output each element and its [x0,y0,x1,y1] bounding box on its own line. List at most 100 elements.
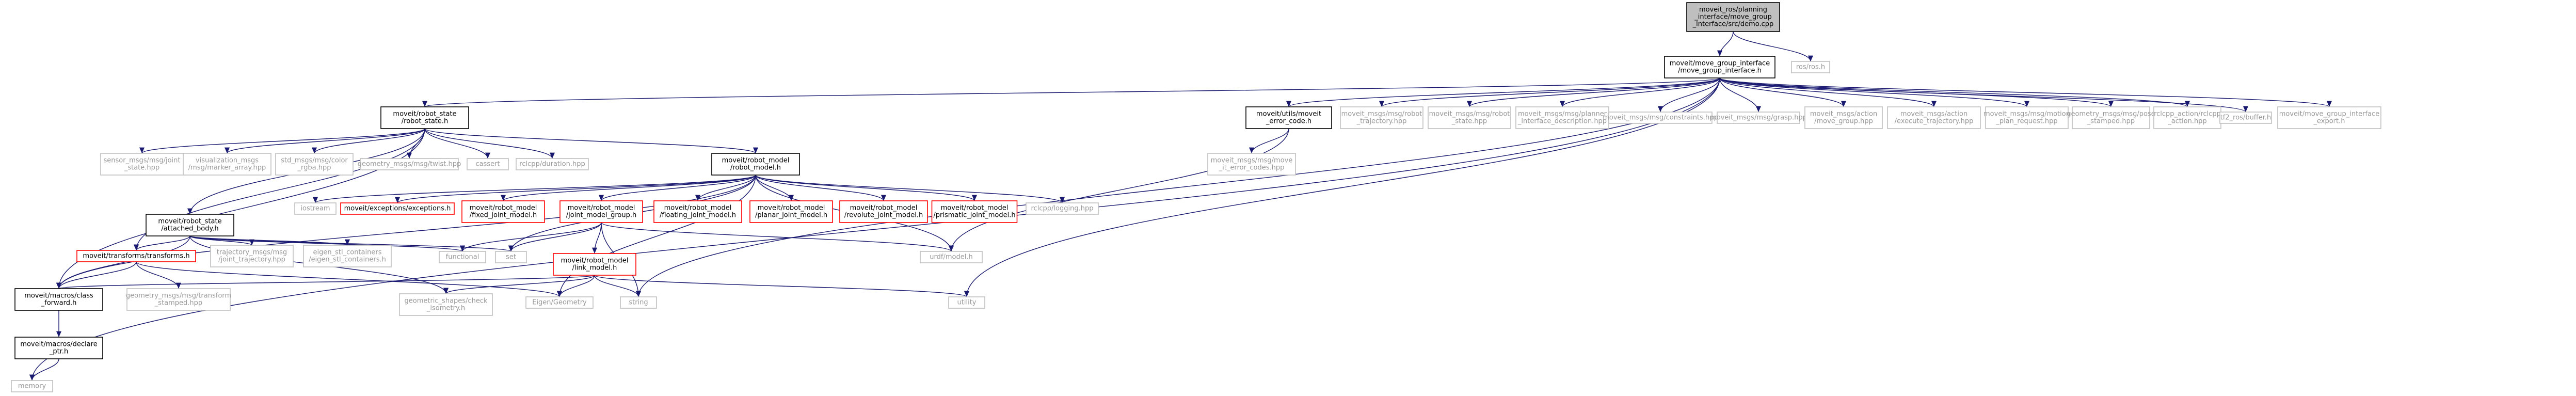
node-label-traj_msgs-1: /joint_trajectory.hpp [218,256,285,264]
node-box-constraints [1608,112,1713,124]
node-utility: utility [948,296,985,309]
node-action_exec: moveit_msgs/action/execute_trajectory.hp… [1887,106,1981,129]
edge-mgi-to-robot_traj [1379,77,1720,107]
edge-robot_model-to-iostream [313,175,756,203]
edge-robot_model-to-revolute_joint [755,175,886,201]
node-label-error_codes-0: moveit_msgs/msg/move [1211,157,1293,165]
edge-mgi-to-motion_plan [1719,77,2029,107]
edge-attached_body-to-class_fwd [56,235,190,289]
node-label-vis_marker-1: /msg/marker_array.hpp [188,164,266,172]
node-label-revolute_joint-0: moveit/robot_model [850,204,918,212]
edge-robot_model-to-jmg [599,175,756,201]
node-label-robot_model-0: moveit/robot_model [722,157,790,165]
node-box-rclcpp_action [2153,106,2221,129]
node-label-class_fwd-0: moveit/macros/class [24,292,93,300]
node-label-link_model-1: /link_model.h [572,264,617,272]
node-box-string [620,296,657,309]
node-label-sensor_joint-1: _state.hpp [124,164,159,172]
edge-transforms-to-eigen_geo [136,261,562,297]
node-jmg[interactable]: moveit/robot_model/joint_model_group.h [559,200,643,223]
node-floating_joint[interactable]: moveit/robot_model/floating_joint_model.… [653,200,742,223]
node-label-mgi_export-0: moveit/move_group_interface [2279,110,2379,118]
edge-mgi-to-constraints [1658,77,1720,113]
node-box-motion_plan [1985,106,2069,129]
node-box-jmg [559,200,643,223]
edge-robot_state-to-std_color [312,128,425,154]
node-sensor_joint: sensor_msgs/msg/joint_state.hpp [100,153,184,176]
node-vis_marker: visualization_msgs/msg/marker_array.hpp [183,153,271,176]
edge-jmg-to-functional [460,222,602,252]
node-box-fixed_joint [461,200,545,223]
node-memory: memory [11,380,53,392]
edge-link_model-to-geo_shapes [443,275,595,294]
node-label-jmg-1: /joint_model_group.h [566,212,637,219]
node-box-rosros [1791,61,1830,73]
node-robot_model[interactable]: moveit/robot_model/robot_model.h [711,153,800,176]
node-box-rclcpp_duration [516,158,589,170]
node-label-action_exec-1: /execute_trajectory.hpp [1895,118,1974,125]
node-declare_ptr[interactable]: moveit/macros/declare_ptr.h [14,337,103,359]
node-attached_body[interactable]: moveit/robot_state/attached_body.h [146,214,234,236]
node-mgi[interactable]: moveit/move_group_interface/move_group_i… [1664,56,1775,78]
node-label-eigen_stl-0: eigen_stl_containers [313,249,382,257]
node-label-root-0: moveit_ros/planning [1699,6,1767,14]
node-label-cassert-0: cassert [475,161,500,168]
node-label-transforms-0: moveit/transforms/transforms.h [83,252,189,260]
node-label-memory-0: memory [18,383,46,390]
node-cassert: cassert [467,158,509,170]
node-transforms[interactable]: moveit/transforms/transforms.h [76,250,196,262]
node-string: string [620,296,657,309]
node-catch[interactable]: moveit/utils/moveit_error_code.h [1245,106,1332,129]
node-root[interactable]: moveit_ros/planning_interface/move_group… [1686,2,1780,32]
node-box-vis_marker [183,153,271,176]
node-label-eigen_geo-0: Eigen/Geometry [532,299,587,307]
node-label-rclcpp_logging-0: rclcpp/logging.hpp [1031,205,1094,213]
node-label-motion_plan-1: _plan_request.hpp [1995,118,2057,125]
node-label-declare_ptr-0: moveit/macros/declare [20,341,97,349]
edge-catch-to-error_codes [1249,128,1289,154]
node-rclcpp_duration: rclcpp/duration.hpp [516,158,589,170]
node-label-mgi-0: moveit/move_group_interface [1670,60,1770,68]
edge-mgi-to-grasp [1719,77,1762,113]
edge-mgi-to-rclcpp_action [1719,77,2190,107]
edge-robot_model-to-fixed_joint [501,175,756,201]
node-label-prismatic_joint-1: /prismatic_joint_model.h [933,212,1015,219]
node-box-planar_joint [749,200,833,223]
node-box-utility [948,296,985,309]
node-label-fixed_joint-0: moveit/robot_model [470,204,537,212]
node-box-exceptions [340,202,455,215]
node-label-root-2: _interface/src/demo.cpp [1692,21,1774,28]
node-exceptions[interactable]: moveit/exceptions/exceptions.h [340,202,455,215]
node-box-root [1686,2,1780,32]
node-label-rosros-0: ros/ros.h [1796,64,1825,71]
node-link_model[interactable]: moveit/robot_model/link_model.h [553,253,636,276]
node-label-functional-0: functional [446,254,479,261]
node-label-motion_plan-0: moveit_msgs/msg/motion [1983,110,2070,118]
node-box-error_codes [1207,153,1296,176]
edge-robot_model-to-floating_joint [695,175,756,201]
edge-robot_state-to-sensor_joint [139,128,425,154]
node-planner_iface: moveit_msgs/msg/planner_interface_descri… [1515,106,1609,129]
node-box-iostream [294,202,337,215]
node-label-class_fwd-1: _forward.h [41,299,77,307]
node-label-robot_state-0: moveit/robot_state [393,110,456,118]
node-label-pose_stamped-1: _stamped.hpp [2087,118,2135,125]
node-robot_state[interactable]: moveit/robot_state/robot_state.h [380,106,469,129]
node-box-std_color [275,153,354,176]
node-class_fwd[interactable]: moveit/macros/class_forward.h [14,288,103,311]
node-box-memory [11,380,53,392]
node-revolute_joint[interactable]: moveit/robot_model/revolute_joint_model.… [839,200,928,223]
node-prismatic_joint[interactable]: moveit/robot_model/prismatic_joint_model… [931,200,1018,223]
node-tf2_buffer: tf2_ros/buffer.h [2219,112,2272,124]
edge-link_model-to-string [594,275,641,297]
node-label-geo_shapes-0: geometric_shapes/check [404,297,487,305]
node-box-robot_model [711,153,800,176]
node-label-sensor_joint-0: sensor_msgs/msg/joint [103,157,180,165]
node-planar_joint[interactable]: moveit/robot_model/planar_joint_model.h [749,200,833,223]
nodes-layer: moveit_ros/planning_interface/move_group… [11,2,2381,392]
node-label-urdf_model-0: urdf/model.h [930,254,972,261]
node-box-geo_twist [360,158,459,170]
node-fixed_joint[interactable]: moveit/robot_model/fixed_joint_model.h [461,200,545,223]
node-box-tf2_buffer [2219,112,2272,124]
